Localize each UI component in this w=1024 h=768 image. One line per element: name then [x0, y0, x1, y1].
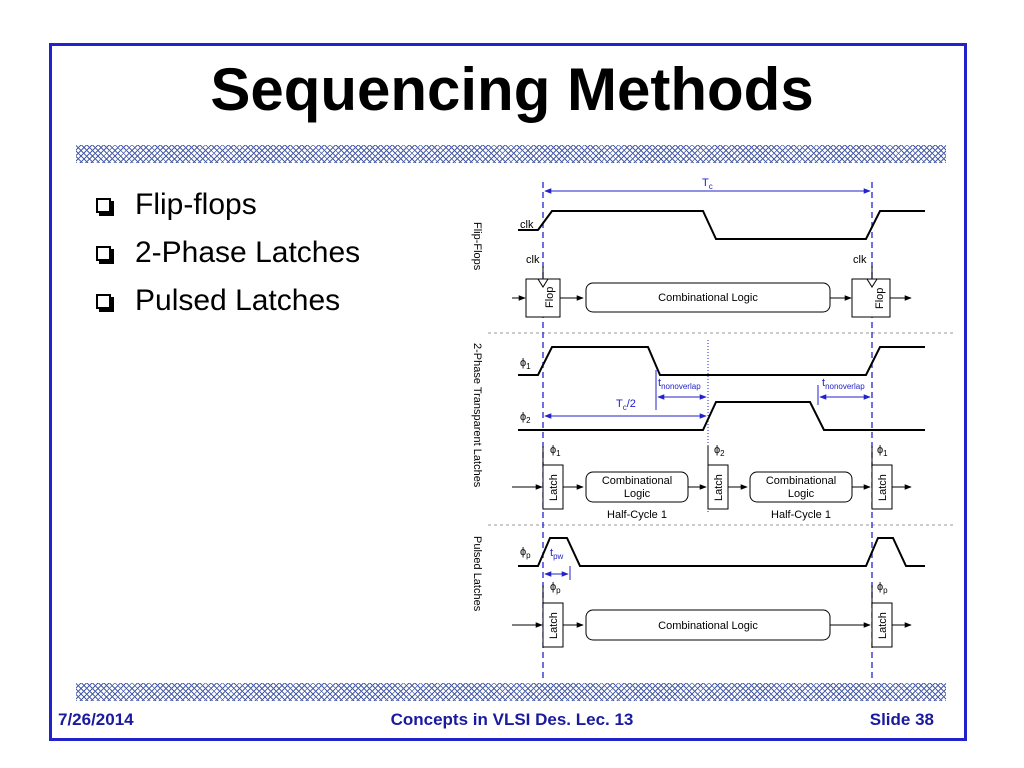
phip-label: ϕp [520, 546, 531, 560]
phi2-label: ϕ2 [520, 411, 531, 425]
latch-clock-tap-label: ϕp [877, 581, 888, 595]
flop-label: Flop [544, 287, 556, 308]
clk-tap-label: clk [853, 254, 867, 266]
latch-clock-tap-label: ϕ1 [550, 444, 561, 458]
latch-label: Latch [548, 474, 560, 501]
latch-label: Latch [877, 474, 889, 501]
combinational-logic-block: Combinational Logic [585, 282, 831, 313]
comb-logic-label: Combinational Logic [658, 620, 758, 632]
combinational-logic-block: Combinational Logic [749, 471, 853, 503]
nonoverlap-annotation: tnonoverlap [655, 370, 707, 410]
clk-label: clk [520, 219, 534, 231]
flop-box: Flop [525, 278, 561, 318]
slide-frame [49, 43, 967, 741]
slide-title: Sequencing Methods [210, 56, 814, 123]
phi2-waveform [518, 401, 925, 431]
half-cycle-label: Half-Cycle 1 [607, 509, 667, 521]
svg-text:tnonoverlap: tnonoverlap [822, 377, 865, 391]
svg-text:Tc/2: Tc/2 [616, 398, 636, 412]
bullet-item: Flip-flops [96, 181, 360, 229]
bullet-text: Flip-flops [135, 188, 257, 221]
latch-label: Latch [548, 612, 560, 639]
tc-sub: c [709, 182, 713, 191]
latch-clock-tap-label: ϕ2 [714, 444, 725, 458]
comb-logic-line1: Combinational [766, 475, 836, 487]
checkbox-bullet-icon [96, 245, 111, 261]
latch-box: Latch [542, 464, 564, 510]
pulse-width-annotation: tpw [544, 547, 571, 580]
timing-diagram: Flip-Flops 2-Phase Transparent Latches P… [471, 177, 955, 678]
comb-logic-label: Combinational Logic [658, 292, 758, 304]
clk-tap-label: clk [526, 254, 540, 266]
svg-text:Tc: Tc [702, 177, 713, 191]
bullet-list: Flip-flops 2-Phase Latches Pulsed Latche… [96, 181, 360, 325]
footer-date: 7/26/2014 [58, 710, 134, 729]
tc-half-annotation: Tc/2 [544, 398, 707, 419]
phip-waveform [518, 537, 925, 567]
footer-divider-band [76, 683, 946, 701]
combinational-logic-block: Combinational Logic [585, 471, 689, 503]
title-divider-band [76, 145, 946, 163]
comb-logic-line1: Combinational [602, 475, 672, 487]
flop-label: Flop [874, 288, 886, 309]
comb-logic-line2: Logic [788, 488, 815, 500]
section-label-pulsed: Pulsed Latches [471, 536, 483, 612]
latch-label: Latch [713, 474, 725, 501]
section-label-two-phase: 2-Phase Transparent Latches [471, 343, 483, 488]
latch-box: Latch [707, 464, 729, 510]
footer-course-title: Concepts in VLSI Des. Lec. 13 [390, 710, 634, 729]
latch-clock-tap-label: ϕ1 [877, 444, 888, 458]
svg-text:tpw: tpw [550, 547, 564, 561]
bullet-item: Pulsed Latches [96, 277, 360, 325]
tc-label: T [702, 177, 709, 189]
phi1-waveform [518, 346, 925, 376]
combinational-logic-block: Combinational Logic [585, 609, 831, 641]
latch-box: Latch [871, 464, 893, 510]
phi1-label: ϕ1 [520, 357, 531, 371]
checkbox-bullet-icon [96, 293, 111, 309]
bullet-text: 2-Phase Latches [135, 236, 361, 269]
clk-waveform [518, 210, 925, 240]
latch-box: Latch [542, 602, 564, 648]
section-label-flip-flops: Flip-Flops [471, 222, 483, 271]
checkbox-bullet-icon [96, 197, 111, 213]
footer-slide-number: Slide 38 [869, 710, 934, 729]
tc-annotation: Tc [544, 177, 871, 194]
comb-logic-line2: Logic [624, 488, 651, 500]
latch-label: Latch [877, 612, 889, 639]
latch-box: Latch [871, 602, 893, 648]
bullet-item: 2-Phase Latches [96, 229, 360, 277]
bullet-text: Pulsed Latches [135, 284, 341, 317]
latch-clock-tap-label: ϕp [550, 581, 561, 595]
nonoverlap-annotation: tnonoverlap [817, 377, 871, 405]
svg-text:tnonoverlap: tnonoverlap [658, 377, 701, 391]
half-cycle-label: Half-Cycle 1 [771, 509, 831, 521]
flop-box: Flop [851, 278, 891, 318]
